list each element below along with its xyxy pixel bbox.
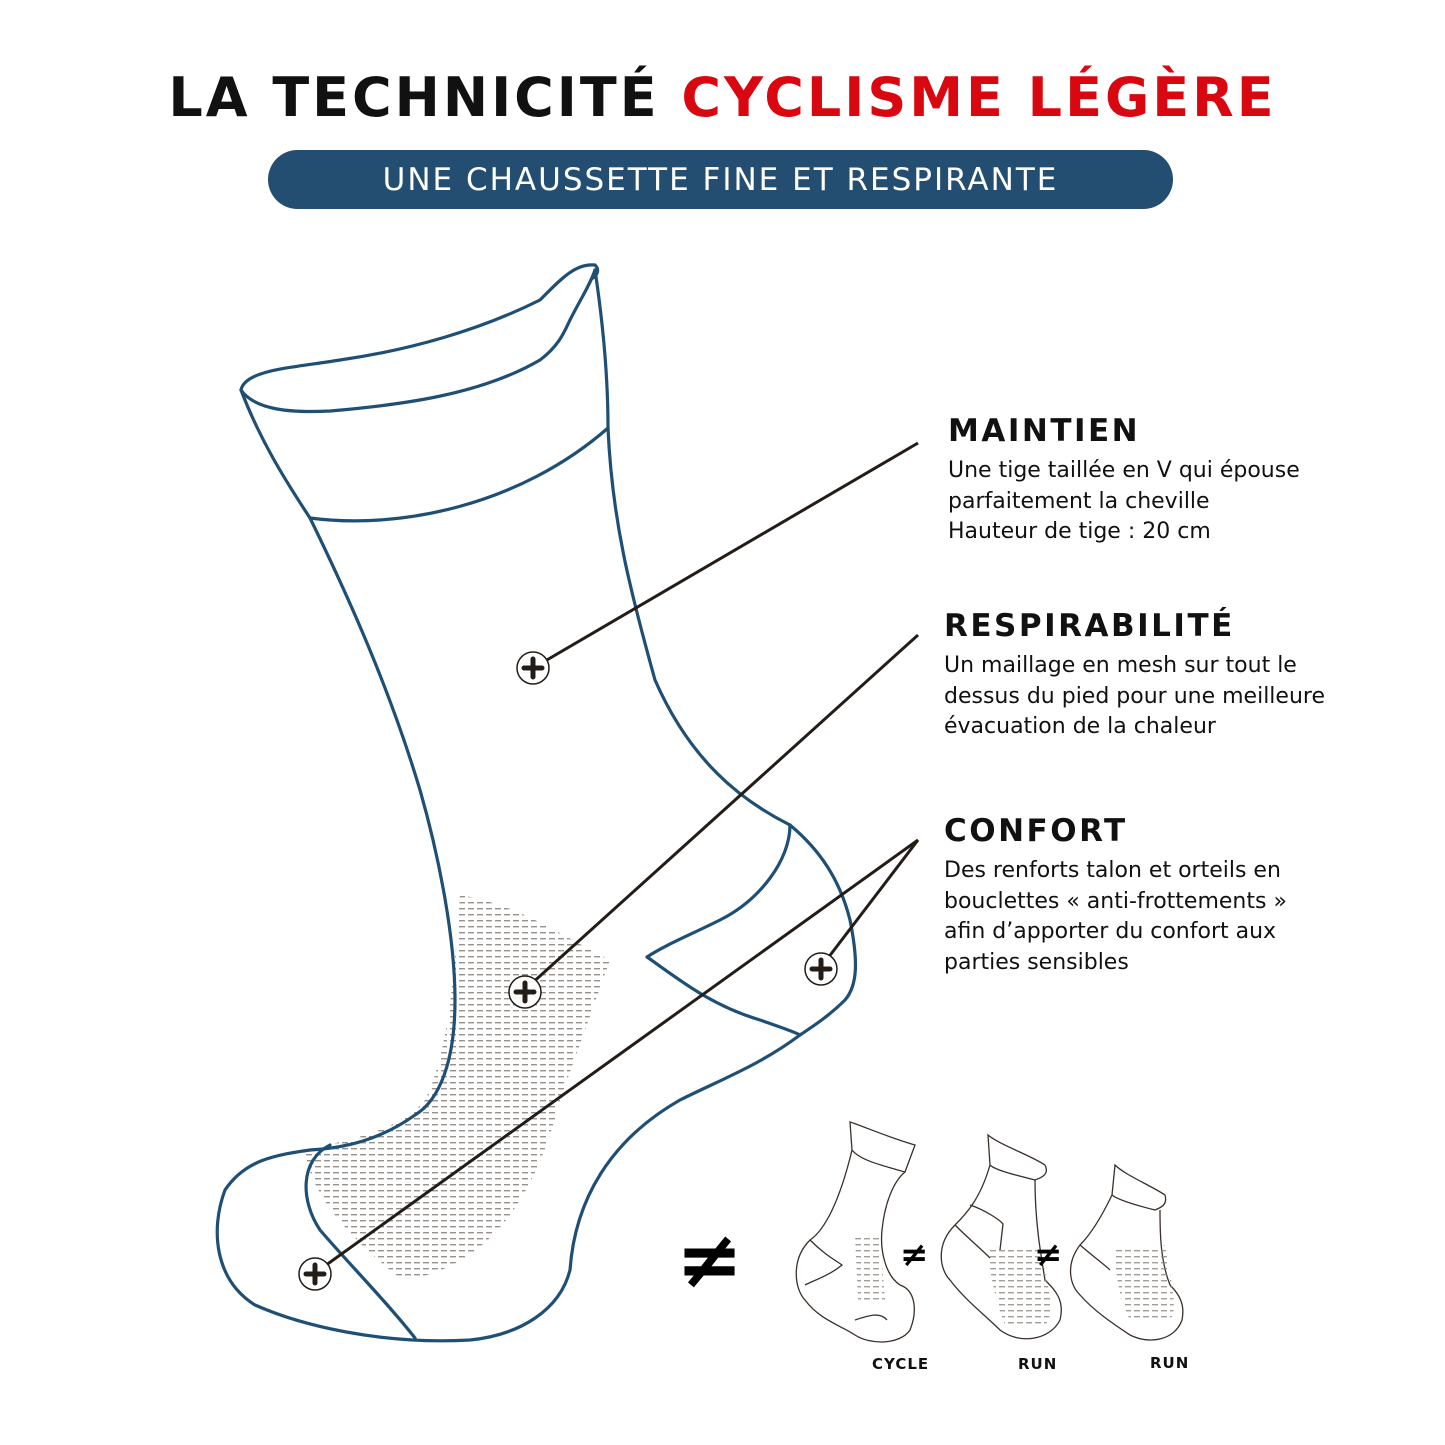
- feature-title: CONFORT: [944, 813, 1128, 849]
- comparison-label-cycle: CYCLE: [872, 1355, 930, 1373]
- not-equal-icon: ≠: [676, 1213, 744, 1306]
- title-black-part: LA TECHNICITÉ: [168, 66, 660, 129]
- subtitle-text: UNE CHAUSSETTE FINE ET RESPIRANTE: [382, 161, 1059, 198]
- plus-marker-maintien: [516, 651, 550, 685]
- feature-title: RESPIRABILITÉ: [944, 608, 1235, 644]
- comparison-mesh: [855, 1235, 1174, 1325]
- comparison-socks: [795, 1121, 1184, 1343]
- plus-marker-confort-heel: [804, 952, 838, 986]
- page-title: LA TECHNICITÉ CYCLISME LÉGÈRE: [0, 66, 1445, 130]
- feature-confort: CONFORT Des renforts talon et orteils en…: [944, 812, 1287, 978]
- subtitle-banner: UNE CHAUSSETTE FINE ET RESPIRANTE: [268, 150, 1173, 209]
- comparison-label-run: RUN: [1018, 1355, 1058, 1373]
- feature-description: Un maillage en mesh sur tout le dessus d…: [944, 653, 1325, 739]
- comparison-label-run: RUN: [1150, 1354, 1190, 1372]
- not-equal-icon: ≠: [900, 1235, 929, 1275]
- feature-description: Une tige taillée en V qui épouse parfait…: [948, 458, 1300, 544]
- feature-title: MAINTIEN: [948, 413, 1141, 449]
- plus-marker-respirabilite: [508, 975, 542, 1009]
- plus-marker-confort-toe: [298, 1257, 332, 1291]
- not-equal-icon: ≠: [1034, 1235, 1063, 1275]
- feature-respirabilite: RESPIRABILITÉ Un maillage en mesh sur to…: [944, 607, 1325, 743]
- feature-maintien: MAINTIEN Une tige taillée en V qui épous…: [948, 412, 1300, 548]
- title-red-part: CYCLISME LÉGÈRE: [681, 66, 1277, 129]
- feature-description: Des renforts talon et orteils en bouclet…: [944, 858, 1287, 975]
